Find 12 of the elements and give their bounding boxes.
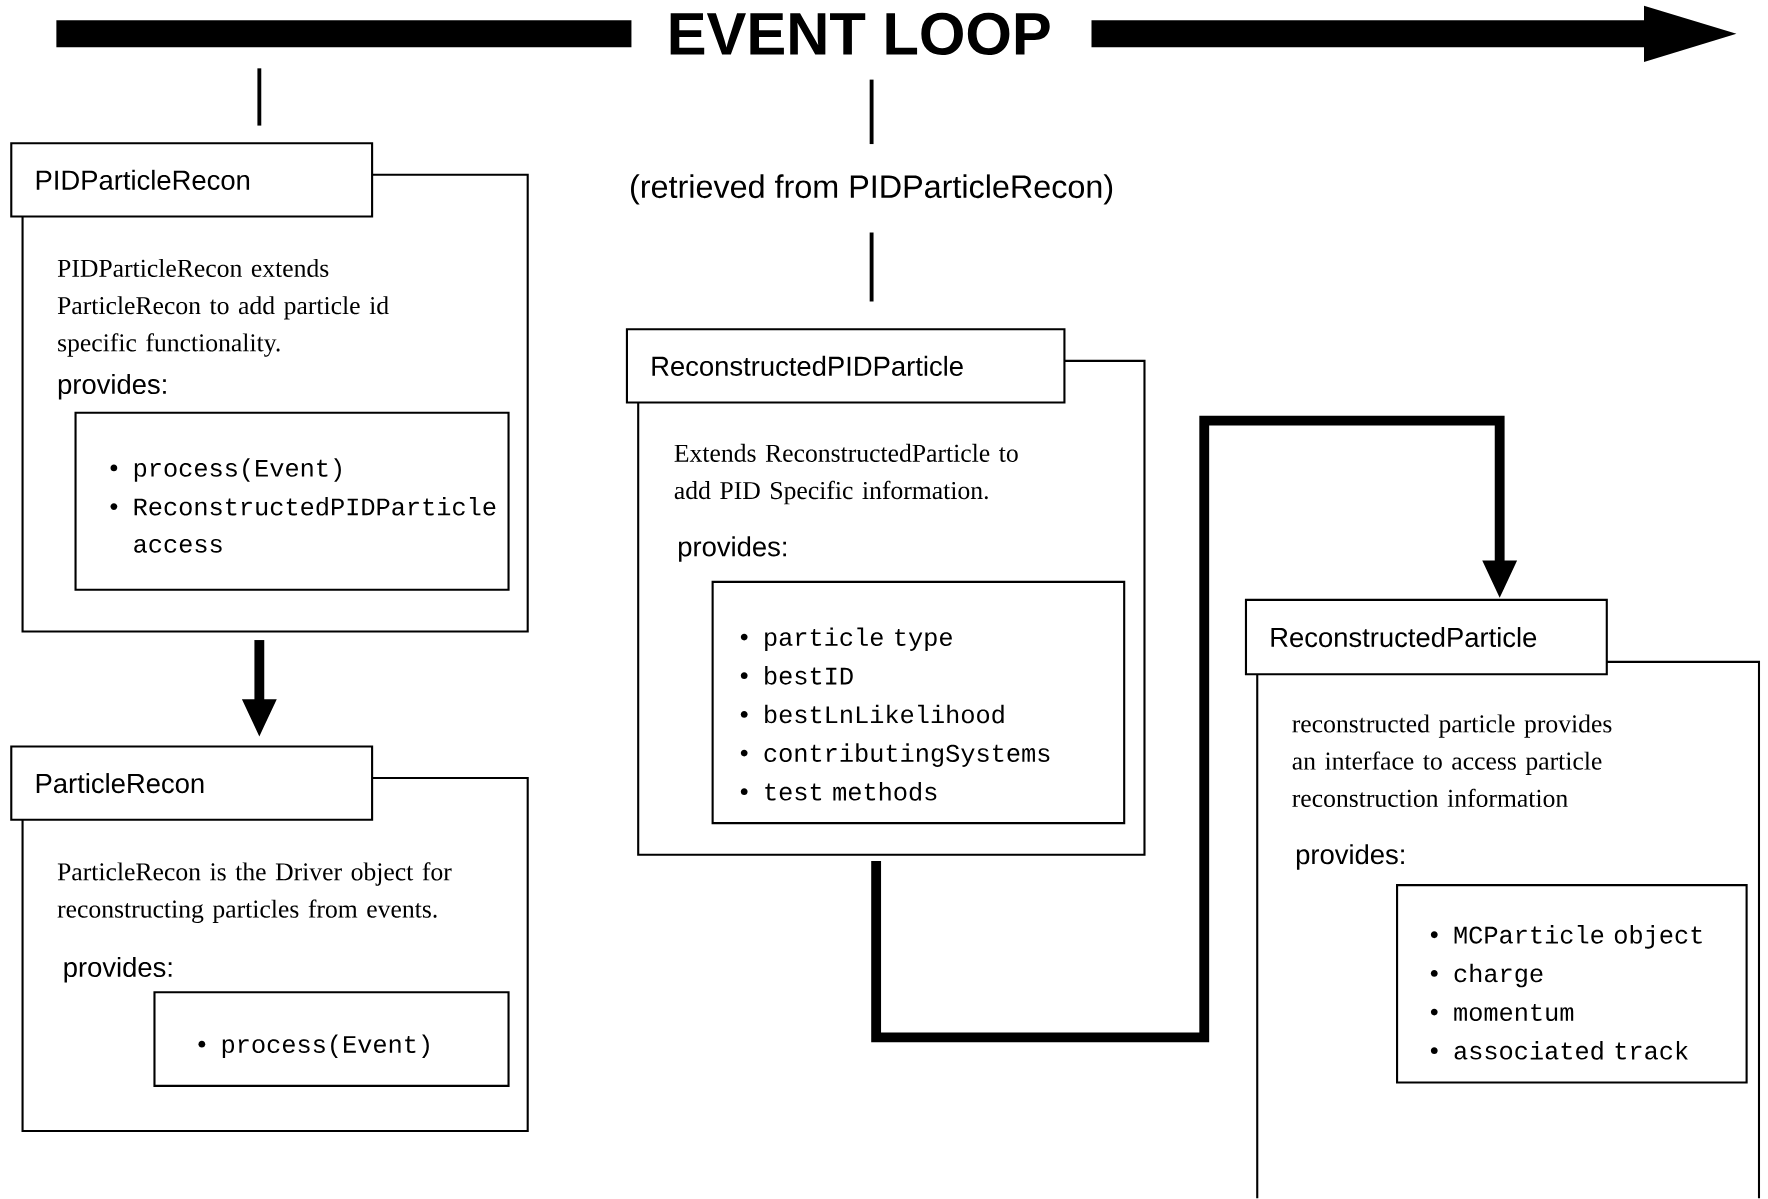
node-label: EVENT LOOP: [670, 12, 1050, 56]
arrow: [871, 415, 1518, 1043]
connector-line: [869, 232, 874, 302]
method-list-box: particle type bestID bestLnLikelihood contributingSystems test methods: [711, 580, 1126, 825]
connector-line: [869, 79, 874, 145]
connector-line: [257, 68, 262, 126]
method-list-box: MCParticle object charge momentum associated track: [1396, 884, 1748, 1084]
method-list-box: process(Event) ReconstructedPIDParticle access: [74, 411, 510, 591]
method-list-box: process(Event): [153, 991, 510, 1088]
node-label: reconstructed particle provides an interface to access particle reconstruction information: [1292, 714, 1612, 808]
annotation-text: (retrieved from PIDParticleRecon): [631, 174, 1113, 205]
node-label: provides:: [1296, 844, 1404, 870]
